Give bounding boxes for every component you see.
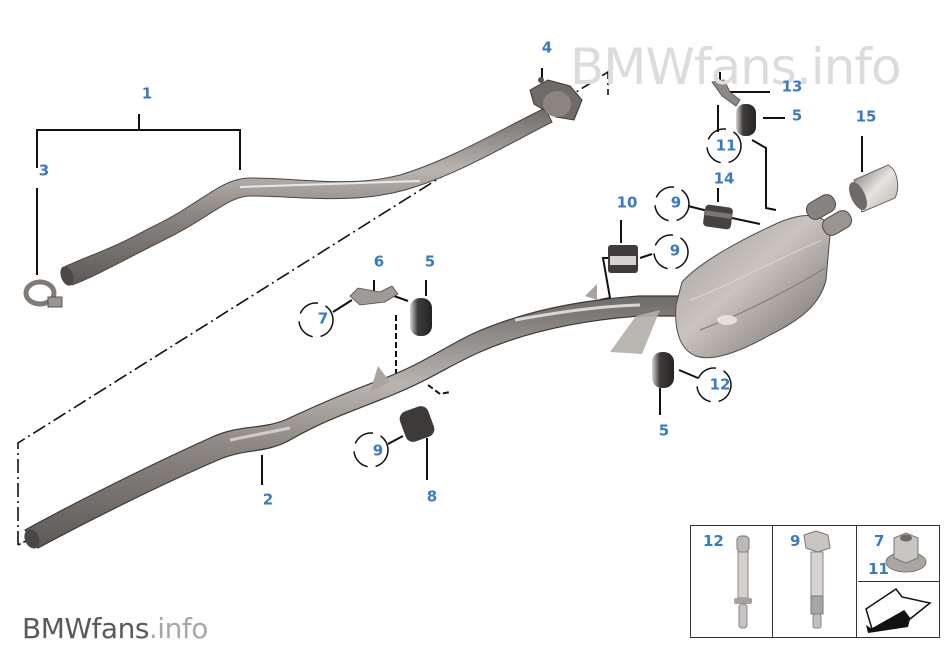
callout-c9c[interactable]: 9 [372,441,384,460]
callout-c8[interactable]: 8 [426,487,438,506]
rear-muffler [675,194,853,359]
callout-c6[interactable]: 6 [373,252,385,271]
direction-arrow-icon [865,587,932,633]
hanger-bracket-part-13 [711,79,741,107]
rubber-mount-part-14 [703,204,733,230]
leader-lines [36,68,863,485]
rubber-mount-part-5-lower [652,352,674,388]
rear-pipe [24,284,683,549]
legend-label-7: 7 [874,532,885,550]
tailpipe-trim-part-15 [849,164,899,213]
callout-c15[interactable]: 15 [855,107,877,126]
callout-c7[interactable]: 7 [317,309,329,328]
legend-cell-bolt[interactable]: 9 [774,526,857,637]
watermark-suffix: .info [148,612,208,645]
bolt-icon [803,530,831,629]
rubber-mount-part-10 [608,245,638,273]
callout-c5a[interactable]: 5 [791,106,803,125]
callout-c12a[interactable]: 12 [709,375,731,394]
callout-c13[interactable]: 13 [781,77,803,96]
legend-cell-stud[interactable]: 12 [691,526,773,637]
callout-c14[interactable]: 14 [713,169,735,188]
legend-label-12: 12 [703,532,724,550]
fastener-legend: 12 9 7 11 [690,525,940,638]
callout-c4[interactable]: 4 [541,38,553,57]
callout-c5b[interactable]: 5 [424,252,436,271]
watermark-brand: BMWfans [22,612,149,645]
callout-c5c[interactable]: 5 [658,421,670,440]
stud-icon [734,535,752,629]
front-pipe [60,107,553,286]
callout-c9b[interactable]: 9 [669,241,681,260]
legend-cell-nut[interactable]: 7 11 [858,526,939,582]
rubber-mount-part-8 [399,406,435,442]
legend-cell-arrow[interactable] [858,583,939,637]
callout-c2[interactable]: 2 [262,490,274,509]
callout-c3[interactable]: 3 [38,161,50,180]
legend-label-11: 11 [868,560,889,578]
watermark-bottom: BMWfans.info [22,615,208,643]
fastener-circles [298,128,742,468]
callout-c9a[interactable]: 9 [670,193,682,212]
callout-c10[interactable]: 10 [616,193,638,212]
assembly-line-end [17,539,29,546]
clamp-part-3 [23,279,63,308]
flange-nut-icon [885,532,927,573]
bracket-part-6 [349,285,399,306]
legend-label-9: 9 [790,532,801,550]
callout-c11a[interactable]: 11 [715,136,737,155]
watermark-top: BMWfans.info [570,38,902,96]
assembly-line [17,70,609,545]
clamp-part-4 [529,77,583,121]
rubber-mount-part-5-middle [410,298,432,336]
rubber-mount-part-5-top [736,104,756,136]
callout-c1[interactable]: 1 [141,84,153,103]
